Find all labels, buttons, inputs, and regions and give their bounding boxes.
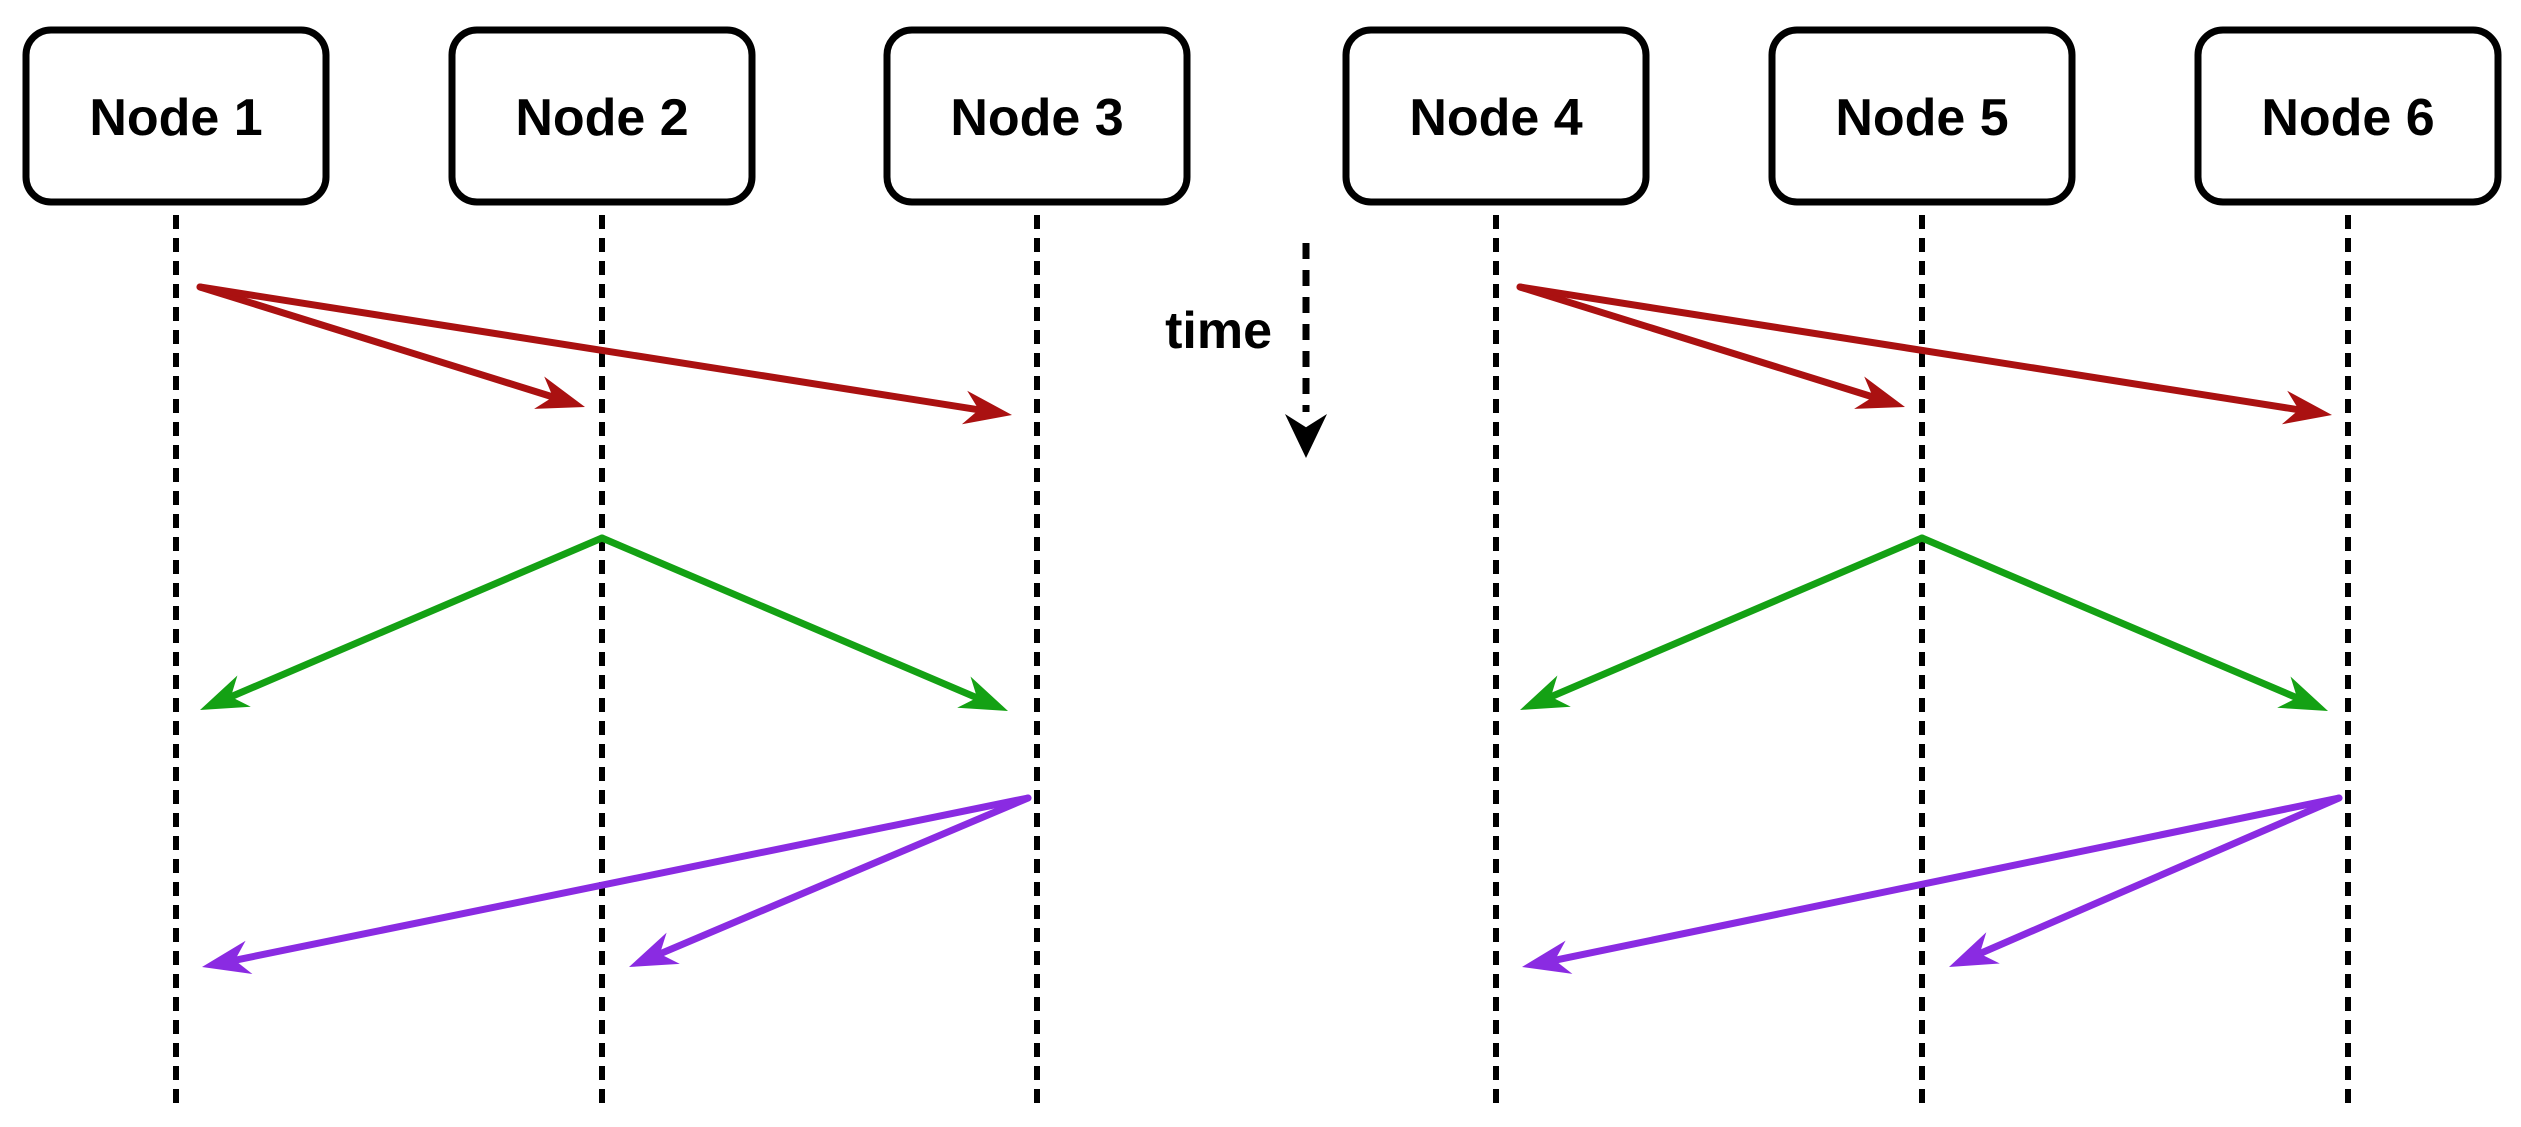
message-node3-to-node1-arrowhead-icon — [202, 940, 253, 974]
node-box-5 — [1768, 26, 2076, 206]
message-node6-to-node4-arrowhead-icon — [1522, 940, 1573, 974]
node-box-3 — [883, 26, 1191, 206]
node-box-1 — [22, 26, 330, 206]
message-node6-to-node5 — [1949, 794, 2343, 967]
message-node1-to-node3-shaft — [196, 283, 990, 415]
time-axis-arrowhead-icon — [1285, 414, 1327, 458]
message-node2-to-node3-shaft — [598, 534, 988, 705]
message-node3-to-node2-shaft — [649, 794, 1032, 961]
node-label-3: Node 3 — [950, 89, 1123, 147]
message-node1-to-node3-arrowhead-icon — [961, 390, 1012, 425]
node-label-6: Node 6 — [2261, 89, 2434, 147]
node-label-4: Node 4 — [1409, 89, 1582, 147]
message-node3-to-node2-arrowhead-icon — [629, 932, 680, 967]
message-node6-to-node5-arrowhead-icon — [1949, 932, 2000, 967]
message-node2-to-node3-arrowhead-icon — [957, 676, 1008, 711]
message-node5-to-node4-arrowhead-icon — [1520, 675, 1571, 710]
node-5: Node 5 — [1768, 26, 2076, 206]
message-node1-to-node2 — [196, 283, 585, 409]
message-node4-to-node5-shaft — [1516, 283, 1884, 403]
message-node5-to-node4-shaft — [1540, 534, 1926, 704]
node-box-2 — [448, 26, 756, 206]
message-node5-to-node6 — [1918, 534, 2328, 711]
node-4: Node 4 — [1342, 26, 1650, 206]
node-2: Node 2 — [448, 26, 756, 206]
message-node3-to-node1-shaft — [224, 794, 1032, 966]
node-label-1: Node 1 — [89, 89, 262, 147]
message-node6-to-node4 — [1522, 794, 2343, 974]
node-label-2: Node 2 — [515, 89, 688, 147]
message-node5-to-node4 — [1520, 534, 1926, 710]
node-box-4 — [1342, 26, 1650, 206]
message-node5-to-node6-shaft — [1918, 534, 2308, 705]
message-node4-to-node6 — [1516, 283, 2332, 425]
message-node1-to-node2-arrowhead-icon — [534, 376, 585, 409]
message-node6-to-node5-shaft — [1969, 794, 2343, 960]
node-1: Node 1 — [22, 26, 330, 206]
message-node2-to-node1-arrowhead-icon — [200, 675, 251, 710]
message-node4-to-node6-shaft — [1516, 283, 2310, 415]
node-boxes-layer: Node 1 Node 2 Node 3 Node 4 Node 5 Node 6 — [22, 26, 2502, 206]
node-label-5: Node 5 — [1835, 89, 2008, 147]
message-node5-to-node6-arrowhead-icon — [2277, 676, 2328, 711]
lifelines-layer — [173, 215, 2351, 1106]
message-node4-to-node6-arrowhead-icon — [2281, 390, 2332, 425]
time-axis-label: time — [1165, 302, 1272, 360]
message-node3-to-node2 — [629, 794, 1032, 967]
message-node4-to-node5 — [1516, 283, 1905, 409]
messages-layer — [196, 283, 2343, 974]
message-node2-to-node3 — [598, 534, 1008, 711]
message-node2-to-node1-shaft — [220, 534, 606, 704]
message-node2-to-node1 — [200, 534, 606, 710]
node-6: Node 6 — [2194, 26, 2502, 206]
message-node1-to-node2-shaft — [196, 283, 564, 403]
message-node4-to-node5-arrowhead-icon — [1854, 376, 1905, 409]
message-node1-to-node3 — [196, 283, 1012, 425]
message-node3-to-node1 — [202, 794, 1032, 974]
message-node6-to-node4-shaft — [1544, 794, 2343, 966]
node-box-6 — [2194, 26, 2502, 206]
time-axis-layer: time — [1165, 243, 1327, 458]
node-3: Node 3 — [883, 26, 1191, 206]
